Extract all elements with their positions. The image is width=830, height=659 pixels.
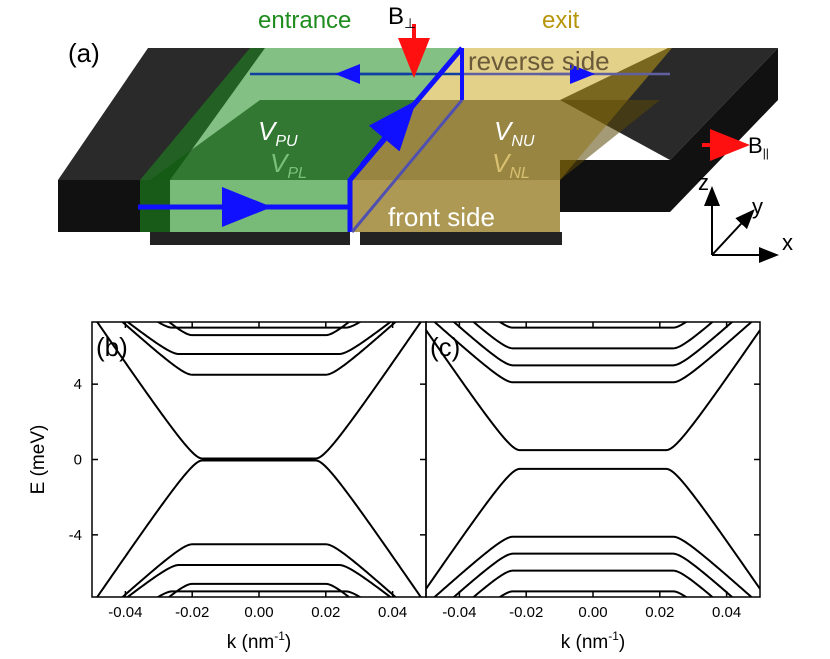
x-tick-label: -0.02: [175, 604, 209, 621]
front-side-label: front side: [388, 202, 495, 232]
x-tick-label: 0.00: [244, 604, 273, 621]
band-curve: [426, 467, 760, 590]
x-tick-label: 0.02: [311, 604, 340, 621]
x-tick-label: -0.04: [108, 604, 142, 621]
panel-label: (b): [96, 332, 128, 362]
band-curve: [167, 322, 351, 337]
band-curve: [126, 322, 392, 356]
exit-label: exit: [542, 7, 580, 34]
band-curve: [126, 563, 392, 597]
band-curve: [472, 322, 714, 350]
band-curve: [433, 535, 753, 597]
y-tick-label: 4: [74, 376, 82, 393]
axis-x-label: x: [782, 230, 793, 255]
b-par-label: B||: [748, 133, 769, 160]
v-nu-label: VNU: [494, 116, 535, 150]
left-black-top: [58, 48, 265, 180]
x-tick-label: -0.04: [442, 604, 476, 621]
y-tick-label: 0: [74, 452, 82, 469]
band-curve: [96, 322, 422, 460]
entrance-label: entrance: [258, 7, 351, 34]
reverse-side-label: reverse side: [468, 46, 610, 76]
y-axis-label: E (meV): [28, 425, 49, 495]
x-tick-label: 0.04: [378, 604, 407, 621]
plot-frame: [425, 321, 761, 598]
band-curve: [121, 543, 397, 597]
right-black-bottom: [560, 160, 670, 212]
panel-label: (c): [430, 332, 460, 362]
band-curve: [426, 329, 760, 452]
band-curve: [121, 322, 397, 376]
band-plots: -0.04 -0.02 0.00 0.02 0.04 k (nm-1) (b) 4 0 -4 E (…: [28, 321, 761, 653]
panel-a-label: (a): [68, 38, 100, 68]
band-curve: [452, 552, 734, 597]
band-curve: [96, 459, 422, 597]
band-curve: [498, 322, 688, 329]
x-tick-label: 0.02: [645, 604, 674, 621]
v-nl-label: VNL: [492, 148, 530, 182]
x-tick-label: -0.02: [509, 604, 543, 621]
device-schematic: [58, 24, 779, 263]
b-perp-label: B⊥: [388, 3, 416, 31]
axis-z-label: z: [698, 170, 709, 195]
x-axis-label: k (nm-1): [227, 629, 292, 653]
axis-y-label: y: [752, 194, 763, 219]
band-curve: [472, 569, 714, 597]
v-pl-label: VPL: [270, 148, 307, 182]
band-curve: [167, 582, 351, 597]
band-curve: [433, 322, 753, 384]
v-pu-label: VPU: [258, 116, 298, 150]
axes-triad: [704, 186, 779, 263]
band-curve: [156, 322, 362, 329]
x-axis-label: k (nm-1): [561, 629, 626, 653]
x-tick-label: 0.04: [712, 604, 741, 621]
y-tick-label: -4: [69, 527, 82, 544]
x-tick-label: 0.00: [578, 604, 607, 621]
band-curve: [452, 322, 734, 367]
